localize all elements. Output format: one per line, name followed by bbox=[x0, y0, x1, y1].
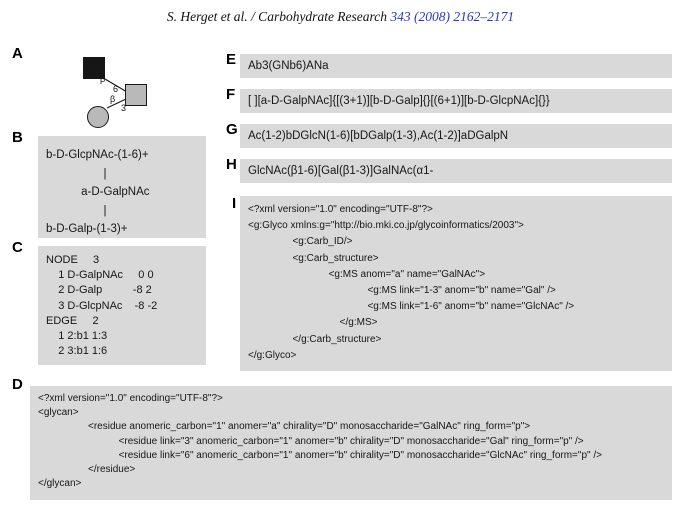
linkage-position-6-label: 6 bbox=[113, 84, 119, 94]
panel-c-box: NODE 3 1 D-GalpNAc 0 0 2 D-Galp -8 2 3 D… bbox=[38, 246, 206, 365]
galnac-gray-square-icon bbox=[125, 84, 147, 106]
panel-e-box: Ab3(GNb6)ANa bbox=[240, 54, 672, 78]
panel-label-i: I bbox=[232, 195, 237, 212]
anomer-beta-bottom-label: β bbox=[110, 94, 116, 104]
panel-label-g: G bbox=[226, 121, 238, 138]
panel-h-box: GlcNAc(β1-6)[Gal(β1-3)]GalNAc(α1- bbox=[240, 159, 672, 183]
panel-label-a: A bbox=[12, 45, 23, 62]
citation-authors-text: S. Herget et al. / Carbohydrate Research bbox=[166, 9, 391, 24]
journal-citation-header: S. Herget et al. / Carbohydrate Research… bbox=[0, 9, 681, 25]
panel-i-box: <?xml version="1.0" encoding="UTF-8"?> <… bbox=[240, 196, 672, 371]
panel-g-text: Ac(1-2)bDGlcN(1-6)[bDGalp(1-3),Ac(1-2)]a… bbox=[248, 130, 509, 142]
panel-label-h: H bbox=[226, 156, 237, 173]
panel-i-xml-block: <?xml version="1.0" encoding="UTF-8"?> <… bbox=[248, 204, 575, 361]
panel-e-text: Ab3(GNb6)ANa bbox=[248, 60, 329, 72]
gal-gray-circle-icon bbox=[87, 106, 109, 128]
panel-f-text: [ ][a-D-GalpNAc]{[(3+1)][b-D-Galp]{}[(6+… bbox=[248, 95, 550, 107]
panel-h-text: GlcNAc(β1-6)[Gal(β1-3)]GalNAc(α1- bbox=[248, 165, 434, 177]
panel-f-box: [ ][a-D-GalpNAc]{[(3+1)][b-D-Galp]{}[(6+… bbox=[240, 89, 672, 113]
panel-label-e: E bbox=[226, 51, 237, 68]
panel-d-box: <?xml version="1.0" encoding="UTF-8"?> <… bbox=[30, 386, 672, 500]
linkage-position-3-label: 3 bbox=[121, 103, 127, 113]
panel-g-box: Ac(1-2)bDGlcN(1-6)[bDGalp(1-3),Ac(1-2)]a… bbox=[240, 124, 672, 148]
panel-label-f: F bbox=[226, 86, 236, 103]
anomer-beta-top-label: β bbox=[100, 74, 106, 84]
panel-label-b: B bbox=[12, 129, 23, 146]
panel-b-box: b-D-GlcpNAc-(1-6)+ | a-D-GalpNAc | b-D-G… bbox=[38, 136, 206, 238]
panel-label-c: C bbox=[12, 239, 23, 256]
citation-reference-link[interactable]: 343 (2008) 2162–2171 bbox=[390, 9, 515, 24]
panel-b-text-block: b-D-GlcpNAc-(1-6)+ | a-D-GalpNAc | b-D-G… bbox=[46, 149, 150, 235]
glcnac-filled-square-icon bbox=[83, 57, 105, 79]
panel-c-text-block: NODE 3 1 D-GalpNAc 0 0 2 D-Galp -8 2 3 D… bbox=[46, 254, 158, 358]
panel-label-d: D bbox=[12, 376, 23, 393]
panel-d-xml-block: <?xml version="1.0" encoding="UTF-8"?> <… bbox=[38, 393, 602, 490]
